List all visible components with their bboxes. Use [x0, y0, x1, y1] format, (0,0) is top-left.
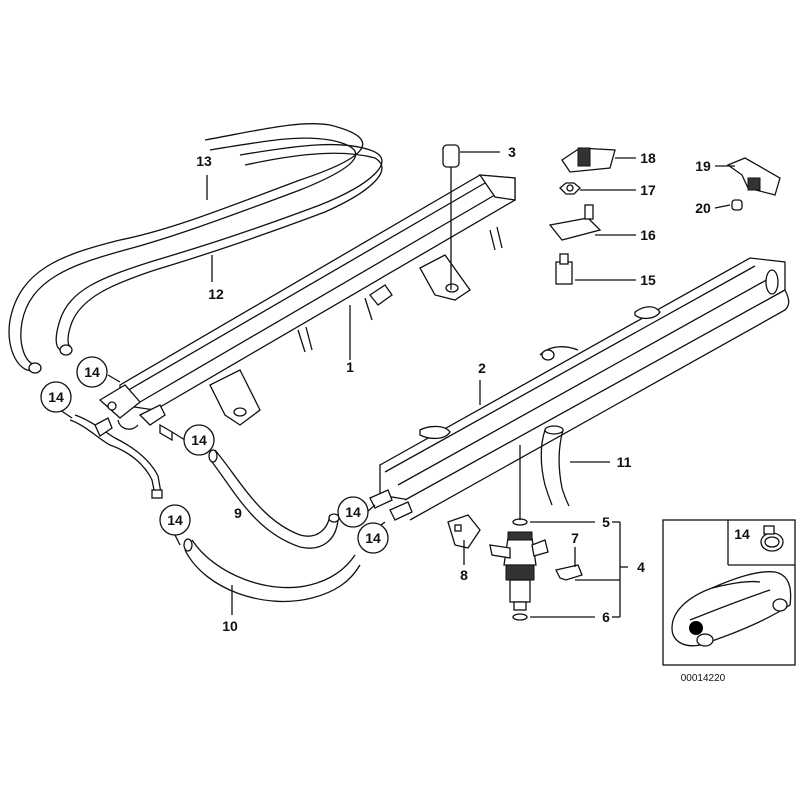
callout-13: 13 — [196, 153, 212, 169]
callout-7: 7 — [571, 530, 579, 546]
hose-clamp-icon — [760, 525, 784, 552]
car-silhouette-icon — [671, 571, 792, 647]
diagram-code: 00014220 — [681, 673, 726, 684]
callout-2: 2 — [478, 360, 486, 376]
callout-14: 14 — [191, 432, 207, 448]
callout-11: 11 — [617, 454, 632, 470]
connector-pipes — [69, 414, 163, 499]
hose-9 — [208, 449, 340, 549]
callout-14: 14 — [167, 512, 183, 528]
callout-9: 9 — [234, 505, 242, 521]
hose-11 — [540, 425, 570, 507]
callout-1: 1 — [346, 359, 354, 375]
fuel-rail-2 — [369, 257, 790, 521]
callout-circle — [40, 381, 72, 413]
callout-14: 14 — [84, 364, 100, 380]
callout-3: 3 — [508, 144, 516, 160]
callout-12: 12 — [208, 286, 224, 302]
callout-6: 6 — [602, 609, 610, 625]
callout-15: 15 — [640, 272, 656, 288]
leader-lines — [59, 151, 735, 618]
callout-14-circles: 14 14 14 14 14 14 — [40, 356, 389, 554]
callout-20: 20 — [695, 200, 711, 216]
callout-4: 4 — [637, 559, 645, 575]
callout-14: 14 — [345, 504, 361, 520]
location-marker — [689, 621, 703, 635]
inset-clamp-label: 14 — [734, 526, 750, 542]
callout-8: 8 — [460, 567, 468, 583]
callout-16: 16 — [640, 227, 656, 243]
callout-14: 14 — [365, 530, 381, 546]
callout-circle — [159, 504, 191, 536]
return-hoses-12-13 — [8, 123, 383, 374]
callout-circle — [76, 356, 108, 388]
small-parts — [442, 144, 781, 285]
fuel-rail-1 — [98, 174, 516, 442]
callout-5: 5 — [602, 514, 610, 530]
callout-circle — [337, 496, 369, 528]
callout-circle — [183, 424, 215, 456]
callout-18: 18 — [640, 150, 656, 166]
callout-numbers: 13 12 1 2 3 18 17 16 15 19 20 11 5 6 4 7… — [196, 144, 711, 634]
hose-10 — [183, 538, 361, 602]
callout-10: 10 — [222, 618, 238, 634]
callout-circle — [357, 522, 389, 554]
injector-assembly — [447, 514, 583, 621]
callout-17: 17 — [640, 182, 656, 198]
callout-19: 19 — [695, 158, 711, 174]
inset-panel: 14 00014220 — [662, 519, 796, 684]
callout-14: 14 — [48, 389, 64, 405]
